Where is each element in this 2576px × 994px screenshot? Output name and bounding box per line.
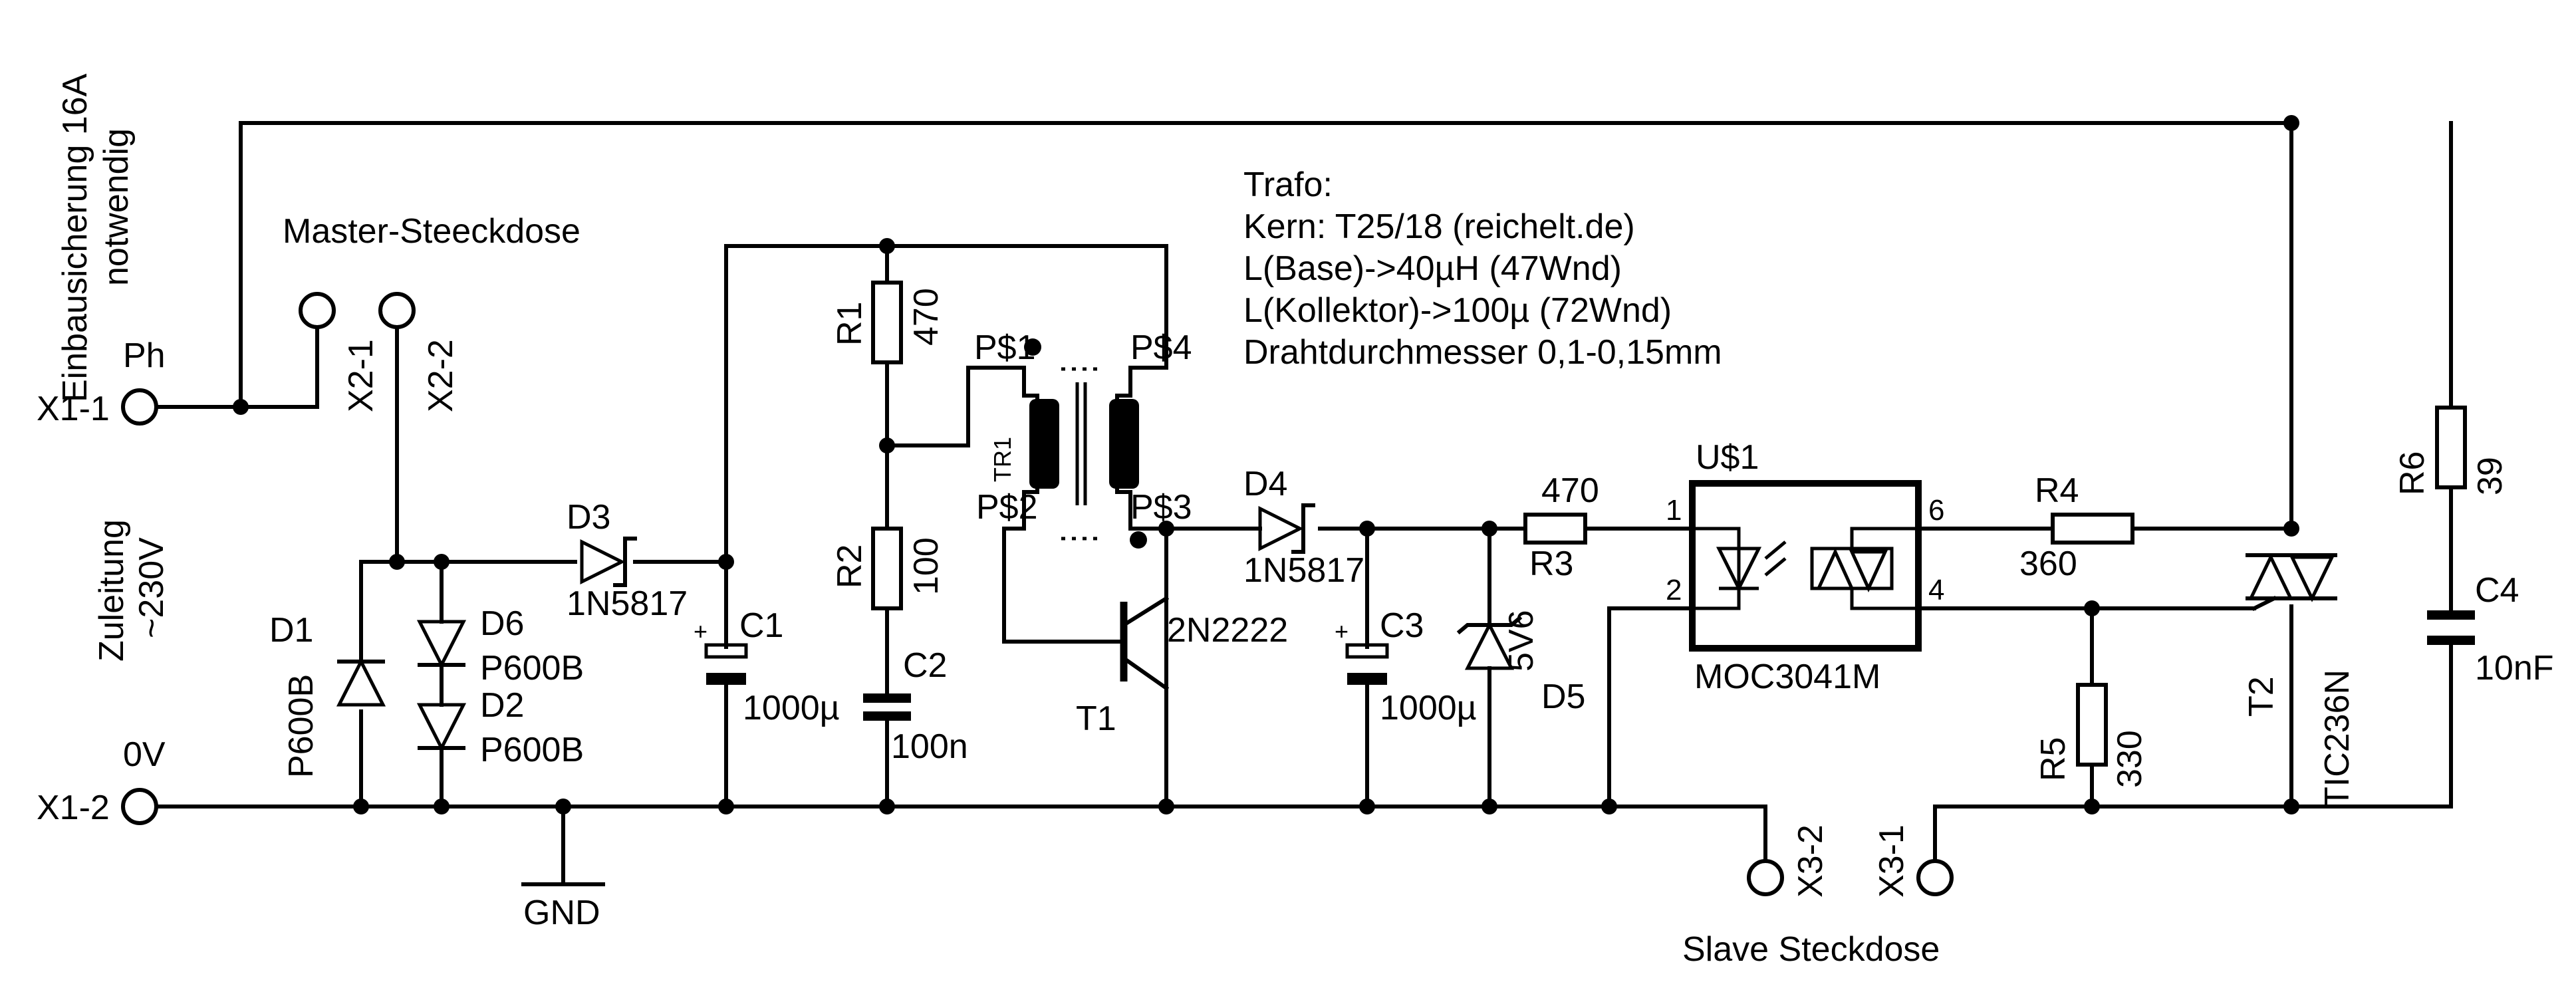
terminal-x3-1-pad — [1916, 859, 1954, 896]
tr1-name: TR1 — [989, 437, 1016, 482]
terminal-x2-2-label: X2-2 — [422, 339, 460, 412]
r1-value: 470 — [907, 288, 946, 346]
r6-value: 39 — [2471, 457, 2510, 495]
r6-name: R6 — [2393, 451, 2432, 495]
tr1-p1-label: P$1 — [974, 328, 1036, 367]
r3-name: R3 — [1529, 545, 1573, 583]
d5-value: 5V6 — [1502, 610, 1541, 672]
terminal-x1-1-pad — [121, 388, 158, 426]
r5-value: 330 — [2111, 730, 2149, 788]
terminal-x1-2-label: X1-2 — [37, 789, 110, 827]
c2-name: C2 — [903, 646, 947, 685]
u1-pin1-label: 1 — [1666, 494, 1682, 527]
terminal-x1-2-pad — [121, 788, 158, 825]
resistor-r1-body — [871, 281, 903, 364]
tr1-p2-label: P$2 — [976, 488, 1038, 527]
transformer-tr1-symbol — [1022, 338, 1147, 549]
d3-name: D3 — [567, 498, 610, 537]
c4-value: 10nF — [2475, 649, 2554, 687]
c2-value: 100n — [891, 727, 968, 766]
svg-text:+: + — [694, 618, 708, 645]
d5-name: D5 — [1541, 678, 1585, 716]
terminal-x2-1-pad — [299, 292, 336, 329]
resistor-r5-body — [2076, 683, 2108, 767]
trafo-note-line5: Drahtdurchmesser 0,1-0,15mm — [1243, 333, 1722, 372]
zener-diode-d5-symbol — [1456, 615, 1523, 670]
supply-label-line2: ~230V — [132, 537, 171, 638]
u1-pin4-label: 4 — [1928, 574, 1944, 606]
tr1-p3-label: P$3 — [1130, 488, 1192, 527]
trafo-note-line1: Trafo: — [1243, 166, 1333, 204]
c3-value: 1000µ — [1380, 689, 1477, 727]
phase-label: Ph — [123, 336, 166, 375]
trafo-note-line4: L(Kollektor)->100µ (72Wnd) — [1243, 291, 1672, 330]
resistor-r3-body — [1523, 513, 1587, 545]
supply-label-line1: Zuleitung — [92, 519, 131, 662]
trafo-note-line2: Kern: T25/18 (reichelt.de) — [1243, 207, 1635, 246]
capacitor-c3-symbol: + — [1335, 618, 1389, 685]
r2-name: R2 — [831, 545, 869, 588]
terminal-x3-1-label: X3-1 — [1872, 824, 1911, 898]
terminal-x2-1-label: X2-1 — [342, 339, 380, 412]
d2-value: P600B — [480, 731, 584, 769]
d2-name: D2 — [480, 686, 524, 725]
optocoupler-u1-symbol — [1689, 480, 1922, 652]
terminal-x2-2-pad — [378, 292, 416, 329]
c4-name: C4 — [2475, 571, 2519, 610]
terminal-x1-1-label: X1-1 — [37, 390, 110, 428]
t1-value: 2N2222 — [1167, 611, 1288, 650]
r3-value: 470 — [1541, 471, 1599, 510]
u1-name: U$1 — [1696, 438, 1759, 477]
resistor-r2-body — [871, 527, 903, 610]
slave-socket-label: Slave Steckdose — [1682, 930, 1940, 969]
t2-value: TIC236N — [2318, 670, 2357, 808]
d6-value: P600B — [480, 649, 584, 687]
tr1-p4-label: P$4 — [1130, 328, 1192, 367]
schottky-diode-d4-symbol — [1258, 503, 1315, 554]
trafo-note-line3: L(Base)->40µH (47Wnd) — [1243, 249, 1622, 288]
master-socket-label: Master-Steeckdose — [283, 212, 580, 251]
t1-name: T1 — [1076, 699, 1116, 738]
c1-name: C1 — [739, 606, 783, 645]
terminal-x3-2-pad — [1747, 859, 1784, 896]
diode-d2-symbol — [416, 703, 467, 752]
svg-text:+: + — [1335, 618, 1349, 645]
resistor-r6-body — [2435, 406, 2467, 489]
r5-name: R5 — [2034, 737, 2073, 781]
diode-d6-symbol — [416, 620, 467, 669]
c3-name: C3 — [1380, 606, 1424, 645]
fuse-note-line1: Einbausicherung 16A — [56, 73, 94, 402]
schottky-diode-d3-symbol — [580, 537, 637, 587]
d3-value: 1N5817 — [567, 584, 688, 623]
t2-name: T2 — [2242, 676, 2281, 717]
diode-d1-symbol — [336, 658, 386, 707]
d4-value: 1N5817 — [1243, 551, 1364, 590]
c1-value: 1000µ — [743, 689, 840, 727]
u1-pin6-label: 6 — [1928, 494, 1944, 527]
capacitor-c2-symbol — [863, 693, 911, 721]
triac-t2-symbol — [2246, 553, 2337, 612]
d1-value: P600B — [282, 674, 321, 778]
junction-dots — [233, 115, 2299, 814]
r1-name: R1 — [831, 302, 869, 346]
capacitor-c1-symbol: + — [694, 618, 748, 685]
ground-label: GND — [523, 894, 600, 932]
zero-volt-label: 0V — [123, 735, 166, 774]
d6-name: D6 — [480, 604, 524, 643]
fuse-note-line2: notwendig — [97, 128, 136, 286]
r2-value: 100 — [907, 537, 946, 595]
capacitor-c4-symbol — [2427, 610, 2475, 645]
r4-name: R4 — [2035, 471, 2079, 510]
terminal-x3-2-label: X3-2 — [1791, 824, 1830, 898]
u1-value: MOC3041M — [1694, 658, 1880, 696]
d1-name: D1 — [269, 611, 313, 650]
resistor-r4-body — [2051, 513, 2134, 545]
r4-value: 360 — [2019, 545, 2077, 583]
d4-name: D4 — [1243, 465, 1287, 503]
u1-pin2-label: 2 — [1666, 574, 1682, 606]
